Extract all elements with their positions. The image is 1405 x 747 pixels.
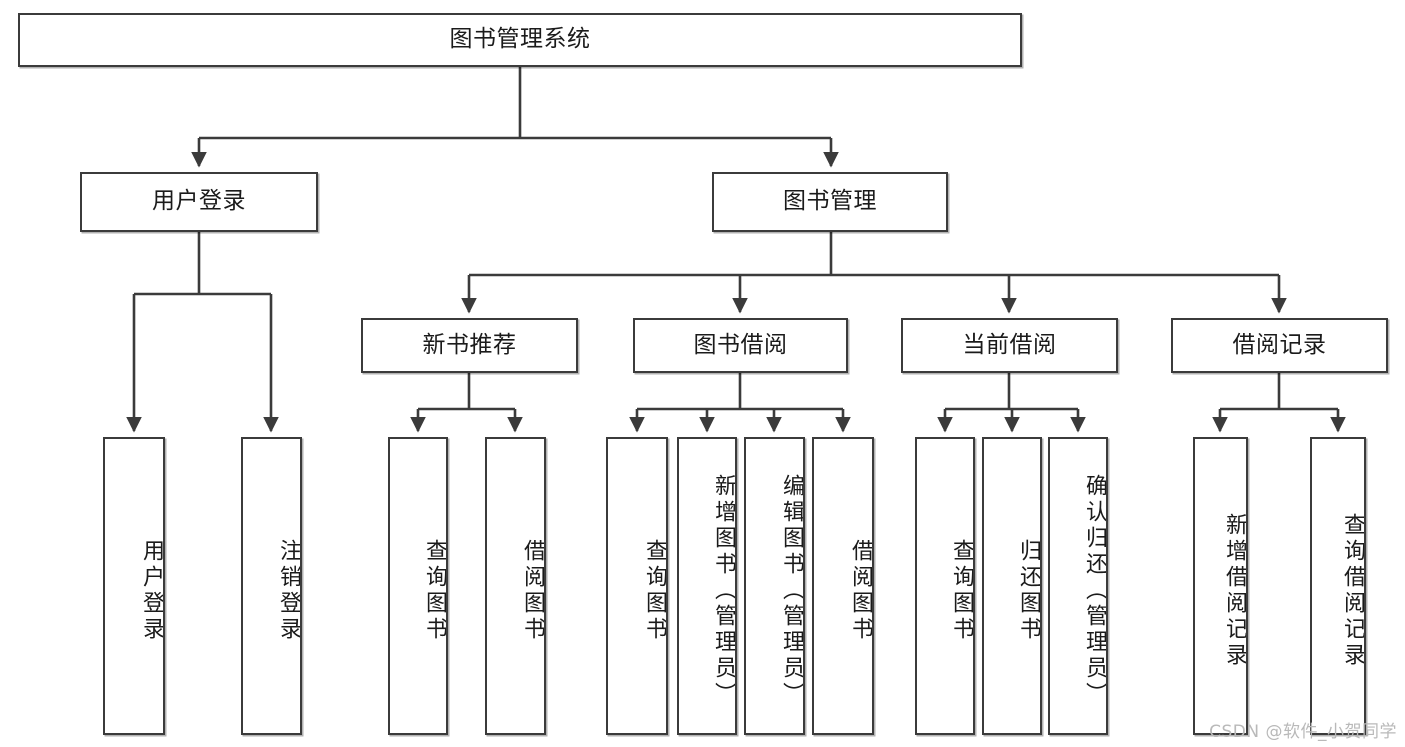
node-leaf-query-record[interactable]: 查询借阅记录 [1310, 437, 1366, 735]
node-leaf-add-book-label: 新增图书（管理员） [711, 474, 736, 708]
node-leaf-edit-book[interactable]: 编辑图书（管理员） [744, 437, 805, 735]
node-leaf-query-book-2[interactable]: 查询图书 [606, 437, 668, 735]
node-leaf-confirm-return[interactable]: 确认归还（管理员） [1048, 437, 1108, 735]
node-leaf-query-record-label: 查询借阅记录 [1340, 513, 1365, 669]
node-leaf-logout[interactable]: 注销登录 [241, 437, 302, 735]
node-root[interactable]: 图书管理系统 [18, 13, 1022, 67]
node-current-borrow-label: 当前借阅 [962, 331, 1057, 358]
node-leaf-user-login[interactable]: 用户登录 [103, 437, 165, 735]
node-leaf-return-book-label: 归还图书 [1016, 539, 1041, 643]
node-new-book-rec-label: 新书推荐 [422, 331, 517, 358]
node-leaf-logout-label: 注销登录 [276, 539, 301, 643]
node-leaf-query-book-1[interactable]: 查询图书 [388, 437, 448, 735]
node-leaf-query-book-3[interactable]: 查询图书 [915, 437, 975, 735]
node-leaf-edit-book-label: 编辑图书（管理员） [779, 474, 804, 708]
node-root-label: 图书管理系统 [449, 26, 591, 53]
node-borrow-record[interactable]: 借阅记录 [1171, 318, 1388, 373]
node-user-login[interactable]: 用户登录 [80, 172, 318, 232]
watermark: CSDN @软件_小贺同学 [1209, 722, 1397, 742]
node-book-manage[interactable]: 图书管理 [712, 172, 948, 232]
node-leaf-user-login-label: 用户登录 [139, 539, 164, 643]
node-book-manage-label: 图书管理 [783, 188, 877, 215]
node-leaf-return-book[interactable]: 归还图书 [982, 437, 1042, 735]
node-book-borrow-label: 图书借阅 [693, 331, 788, 358]
node-book-borrow[interactable]: 图书借阅 [633, 318, 848, 373]
node-leaf-query-book-3-label: 查询图书 [949, 539, 974, 643]
node-leaf-add-record[interactable]: 新增借阅记录 [1193, 437, 1248, 735]
node-leaf-add-book[interactable]: 新增图书（管理员） [677, 437, 737, 735]
node-new-book-rec[interactable]: 新书推荐 [361, 318, 578, 373]
node-leaf-borrow-book-1-label: 借阅图书 [520, 539, 545, 643]
node-leaf-query-book-2-label: 查询图书 [642, 539, 667, 643]
node-user-login-label: 用户登录 [152, 188, 246, 215]
node-leaf-query-book-1-label: 查询图书 [422, 539, 447, 643]
node-borrow-record-label: 借阅记录 [1232, 331, 1327, 358]
node-leaf-borrow-book-1[interactable]: 借阅图书 [485, 437, 546, 735]
node-leaf-borrow-book-2-label: 借阅图书 [848, 539, 873, 643]
node-leaf-confirm-return-label: 确认归还（管理员） [1082, 474, 1107, 708]
node-leaf-add-record-label: 新增借阅记录 [1222, 513, 1247, 669]
node-leaf-borrow-book-2[interactable]: 借阅图书 [812, 437, 874, 735]
node-current-borrow[interactable]: 当前借阅 [901, 318, 1118, 373]
